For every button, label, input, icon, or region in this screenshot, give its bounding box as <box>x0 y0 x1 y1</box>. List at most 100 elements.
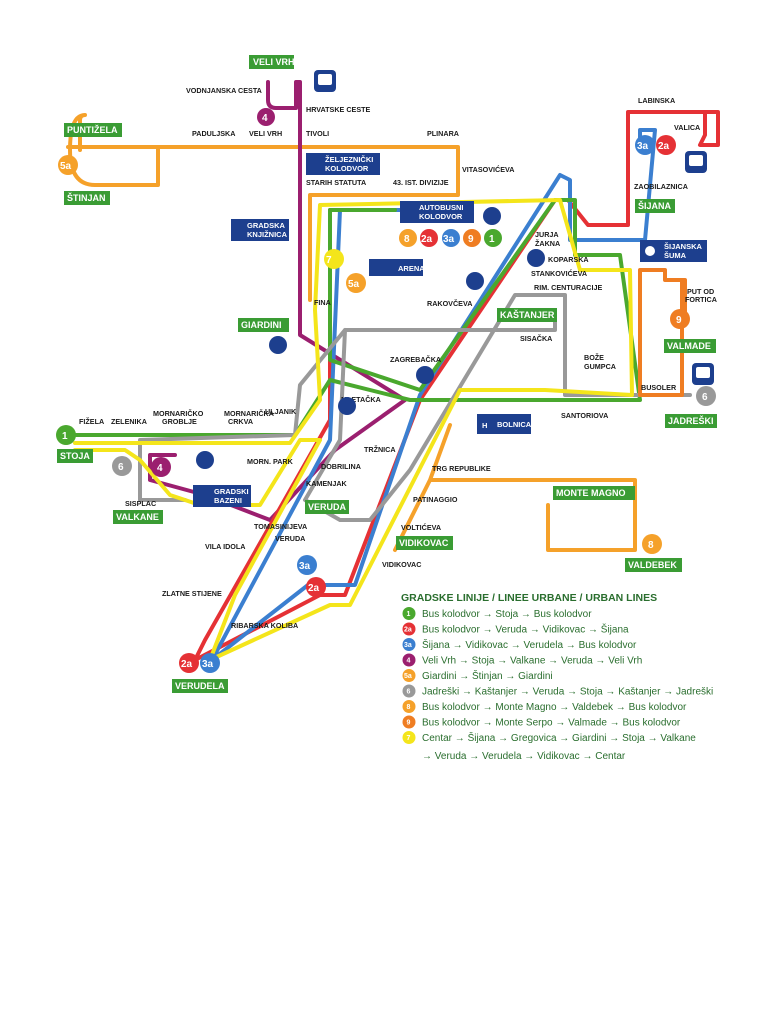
svg-text:3a: 3a <box>202 659 214 670</box>
route-9 <box>638 268 687 397</box>
stop-sisplac: SISPLAC <box>125 499 156 508</box>
badge-8-valdebek: 8 <box>642 534 662 554</box>
svg-text:9: 9 <box>468 234 474 245</box>
stop-zlatne-stijene: ZLATNE STIJENE <box>162 589 222 598</box>
badge-3a-sijana: 3a <box>635 135 655 155</box>
district-kastanjer: KAŠTANJER <box>497 308 557 322</box>
svg-text:JADREŠKI: JADREŠKI <box>668 415 714 426</box>
stop-mletacka: MLETAČKA <box>341 395 381 404</box>
svg-text:AUTOBUSNI: AUTOBUSNI <box>419 203 463 212</box>
district-sijana: ŠIJANA <box>635 199 675 213</box>
svg-text:KOLODVOR: KOLODVOR <box>419 212 463 221</box>
svg-text:KAŠTANJER: KAŠTANJER <box>500 309 555 320</box>
svg-text:ŠIJANA: ŠIJANA <box>638 200 672 211</box>
badge-4-valkane: 4 <box>151 457 171 477</box>
district-valkane: VALKANE <box>113 510 163 524</box>
legend-line-number: 7 <box>407 735 411 742</box>
svg-text:VIDIKOVAC: VIDIKOVAC <box>399 538 449 548</box>
stop-boze-2: GUMPCA <box>584 362 616 371</box>
stop-vodnjanska: VODNJANSKA CESTA <box>186 86 262 95</box>
svg-text:4: 4 <box>157 463 163 474</box>
district-tags: VELI VRH PUNTIŽELA ŠTINJAN ŠIJANA GIARDI… <box>57 55 717 693</box>
stop-divizije: 43. IST. DIVIZIJE <box>393 178 449 187</box>
stop-morn-park: MORN. PARK <box>247 457 294 466</box>
legend-line-badge <box>402 669 416 682</box>
svg-text:7: 7 <box>326 255 332 266</box>
stop-labels: VODNJANSKA CESTA HRVATSKE CESTE PADULJSK… <box>79 86 717 630</box>
bike-share-icon <box>416 366 434 384</box>
badge-1-stoja: 1 <box>56 425 76 445</box>
stop-dobrilina: DOBRILINA <box>321 462 361 471</box>
svg-text:VALDEBEK: VALDEBEK <box>628 560 677 570</box>
badge-3a-center: 3a <box>442 229 460 247</box>
legend: GRADSKE LINIJE / LINEE URBANE / URBAN LI… <box>401 592 713 762</box>
svg-text:KNJIŽNICA: KNJIŽNICA <box>247 230 288 239</box>
stop-morn-groblje-1: MORNARIČKO <box>153 409 204 418</box>
svg-text:6: 6 <box>118 462 124 473</box>
bus-icon <box>314 70 336 92</box>
poi-sijanska-suma: ŠIJANSKA ŠUMA <box>640 240 707 262</box>
badge-4-veli-vrh: 4 <box>257 108 275 126</box>
stop-boze-1: BOŽE <box>584 353 604 362</box>
svg-text:GIARDINI: GIARDINI <box>241 320 282 330</box>
bike-share-icon <box>338 397 356 415</box>
bike-share-icon <box>466 272 484 290</box>
stop-tivoli: TIVOLI <box>306 129 329 138</box>
legend-line-number: 9 <box>407 720 411 727</box>
bike-share-icon <box>196 451 214 469</box>
legend-line-badge <box>402 700 416 713</box>
stop-stankoviceva: STANKOVIĆEVA <box>531 269 587 278</box>
bike-share-icon <box>527 249 545 267</box>
legend-line-description: Šijana → Vidikovac → Verudela → Bus kolo… <box>422 638 637 651</box>
svg-text:ŠTINJAN: ŠTINJAN <box>67 192 106 203</box>
stop-vidikovac: VIDIKOVAC <box>382 560 421 569</box>
legend-line-description: Bus kolodvor → Stoja → Bus kolodvor <box>422 609 592 620</box>
stop-santoriova: SANTORIOVA <box>561 411 608 420</box>
route-5a <box>68 113 460 302</box>
route-lines <box>66 80 720 662</box>
badge-3a-vidikovac: 3a <box>297 555 317 575</box>
stop-plinara: PLINARA <box>427 129 459 138</box>
stop-uljanik: ULJANIK <box>265 407 297 416</box>
svg-text:BOLNICA: BOLNICA <box>497 420 532 429</box>
svg-text:VALMADE: VALMADE <box>667 341 711 351</box>
legend-line-description: Bus kolodvor → Veruda → Vidikovac → Šija… <box>422 623 629 636</box>
legend-item: 1 Bus kolodvor → Stoja → Bus kolodvor <box>402 607 592 620</box>
stop-zelenika: ZELENIKA <box>111 417 147 426</box>
stop-ribarska-koliba: RIBARSKA KOLIBA <box>231 621 298 630</box>
poi-tags: ŽELJEZNIČKI KOLODVOR AUTOBUSNI KOLODVOR … <box>193 153 707 507</box>
svg-text:9: 9 <box>676 315 682 326</box>
svg-text:1: 1 <box>62 431 68 442</box>
legend-line-description: Giardini → Štinjan → Giardini <box>422 669 553 682</box>
district-veruda: VERUDA <box>305 500 349 514</box>
legend-line-number: 1 <box>407 611 411 618</box>
stop-hrvatske: HRVATSKE CESTE <box>306 105 371 114</box>
line-badges: 4 5a 3a 2a 8 2a 3a 9 1 7 5a 9 6 1 6 4 8 … <box>56 108 716 673</box>
district-valdebek: VALDEBEK <box>625 558 682 572</box>
district-stoja: STOJA <box>57 449 93 463</box>
badge-2a-vidikovac: 2a <box>306 577 326 597</box>
legend-line-badge <box>402 622 416 636</box>
route-4 <box>148 80 407 522</box>
bike-share-icons <box>196 207 545 469</box>
stop-sisacka: SISAČKA <box>520 334 552 343</box>
stop-patinaggio: PATINAGGIO <box>413 495 458 504</box>
district-stinjan: ŠTINJAN <box>64 191 110 205</box>
stop-rakovceva: RAKOVČEVA <box>427 299 472 308</box>
stop-busoler: BUSOLER <box>641 383 677 392</box>
svg-text:ŠUMA: ŠUMA <box>664 251 687 260</box>
svg-text:2a: 2a <box>308 583 320 594</box>
svg-text:VERUDA: VERUDA <box>308 502 347 512</box>
badge-2a-verudela: 2a <box>179 653 199 673</box>
badge-7-giardini: 7 <box>324 249 344 269</box>
legend-title: GRADSKE LINIJE / LINEE URBANE / URBAN LI… <box>401 592 657 604</box>
district-puntizela: PUNTIŽELA <box>64 123 122 137</box>
